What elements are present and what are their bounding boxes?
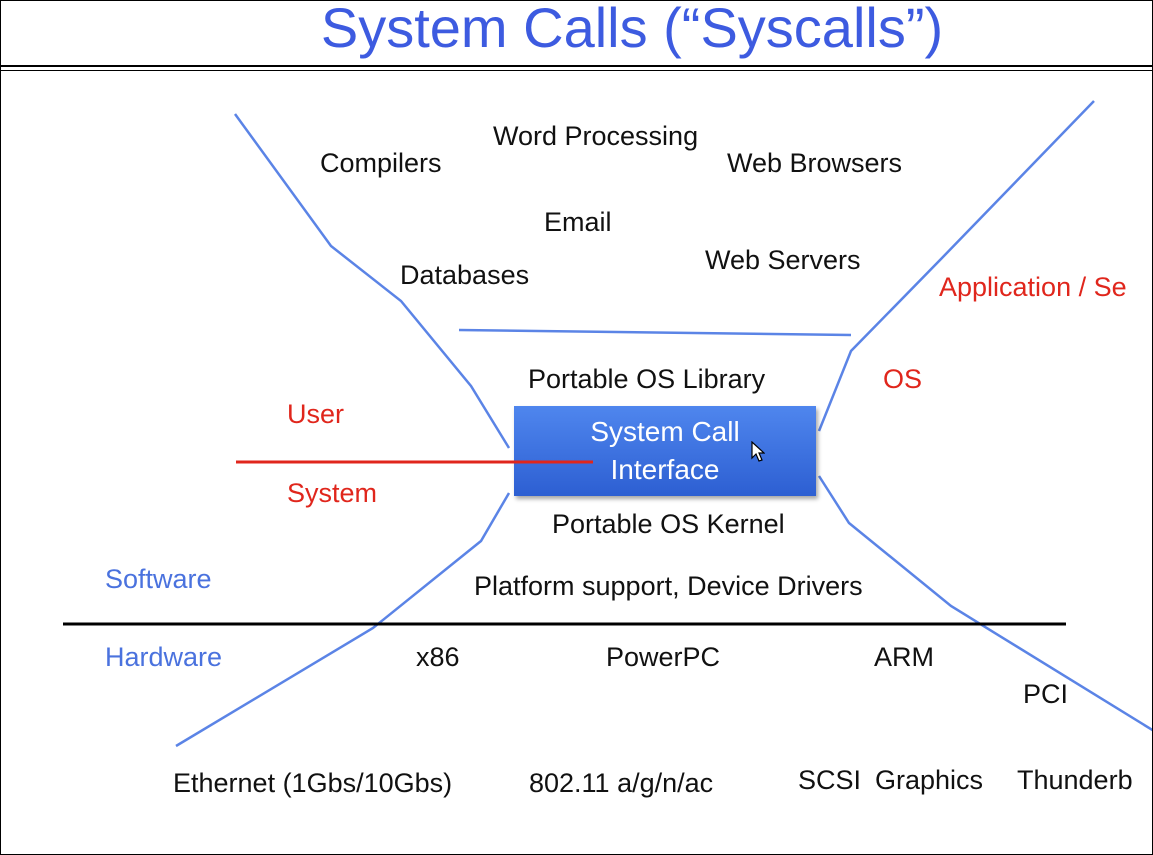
label-word-processing: Word Processing <box>493 121 699 151</box>
label-arm: ARM <box>874 642 934 672</box>
label-compilers: Compilers <box>320 148 442 178</box>
title-rule-top <box>1 65 1152 67</box>
label-os: OS <box>883 364 923 394</box>
label-ethernet: Ethernet (1Gbs/10Gbs) <box>173 768 453 798</box>
syscall-label-line2: Interface <box>610 454 720 485</box>
slide-title: System Calls (“Syscalls”) <box>320 0 944 59</box>
label-email: Email <box>544 207 612 237</box>
label-user: User <box>287 399 345 429</box>
system-call-interface-box: System Call Interface <box>514 406 816 496</box>
user-system-divider-overlay <box>236 460 593 464</box>
syscall-label-line1: System Call <box>590 416 740 447</box>
label-hardware: Hardware <box>105 642 223 672</box>
hourglass-left-top-line <box>233 113 511 449</box>
label-scsi: SCSI <box>798 765 862 795</box>
title-rule-bottom <box>1 70 1152 71</box>
label-pci: PCI <box>1023 679 1069 709</box>
label-thunderbolt: Thunderb <box>1017 765 1133 795</box>
label-x86: x86 <box>416 642 460 672</box>
label-system: System <box>287 478 378 508</box>
mouse-cursor-icon <box>751 441 765 462</box>
label-databases: Databases <box>400 260 530 290</box>
label-web-browsers: Web Browsers <box>727 148 903 178</box>
label-platform-support: Platform support, Device Drivers <box>474 571 863 601</box>
label-software: Software <box>105 564 212 594</box>
hourglass-left-bottom-line <box>175 492 511 748</box>
label-portable-os-library: Portable OS Library <box>528 364 766 394</box>
label-web-servers: Web Servers <box>705 245 861 275</box>
label-graphics: Graphics <box>875 765 984 795</box>
library-divider-line <box>458 328 852 337</box>
label-wifi: 802.11 a/g/n/ac <box>529 768 714 798</box>
label-powerpc: PowerPC <box>606 642 721 672</box>
label-portable-os-kernel: Portable OS Kernel <box>552 509 785 539</box>
hourglass-right-bottom-line <box>817 475 1152 732</box>
hourglass-right-top-line <box>817 100 1095 432</box>
label-application: Application / Se <box>939 272 1127 302</box>
